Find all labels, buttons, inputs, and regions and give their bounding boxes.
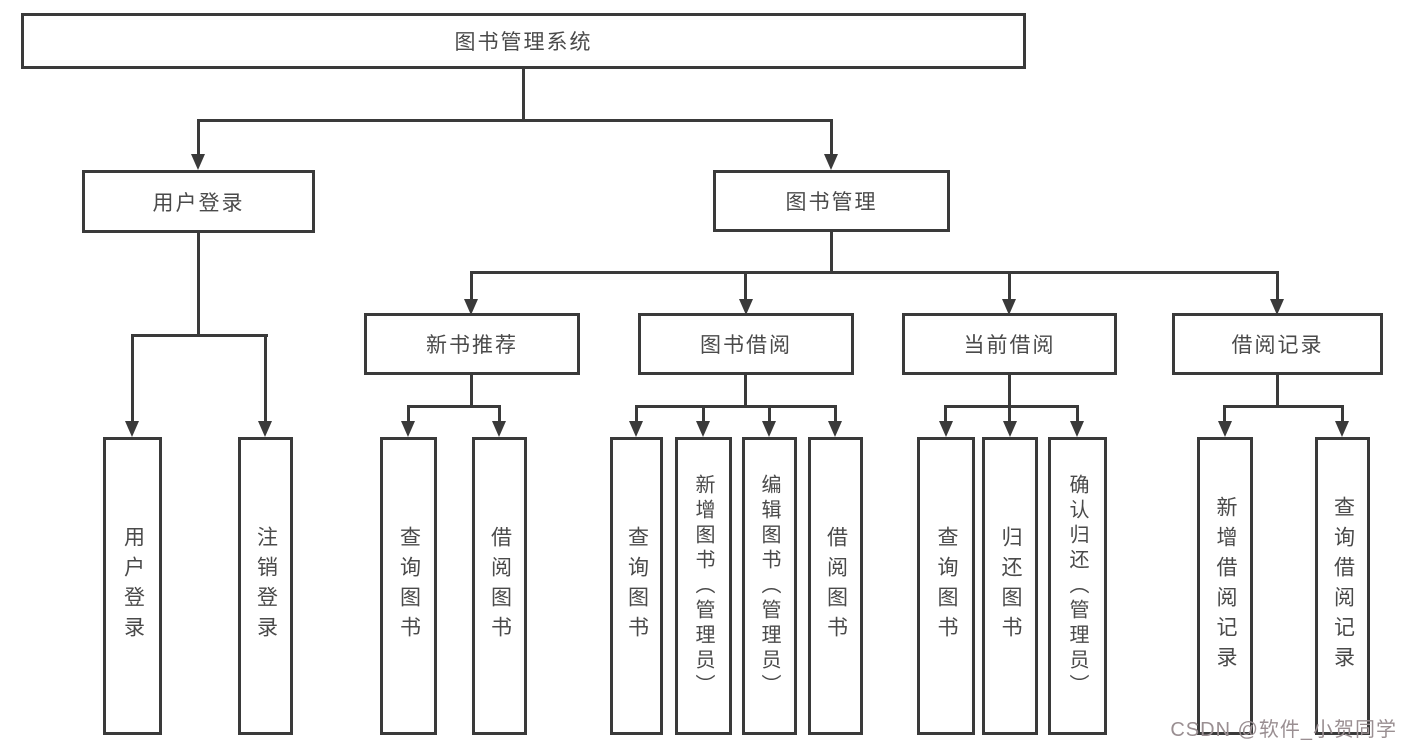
node-current-borrowing: 当前借阅: [902, 313, 1117, 375]
connector-drop-d2: [1341, 405, 1344, 423]
node-user-login: 用户登录: [82, 170, 315, 233]
connector-drop-b3: [768, 405, 771, 423]
leaf-user-login: 用户登录: [103, 437, 162, 735]
connector-drop-new-book: [470, 271, 473, 301]
arrowhead-icon: [696, 421, 710, 437]
arrowhead-icon: [824, 154, 838, 170]
connector-groupA-stem: [470, 374, 473, 407]
arrowhead-icon: [1003, 421, 1017, 437]
node-library-management-system: 图书管理系统: [21, 13, 1026, 69]
leaf-add-book-admin: 新增图书（管理员）: [675, 437, 732, 735]
leaf-edit-book-admin: 编辑图书（管理员）: [742, 437, 797, 735]
connector-book-management-stem: [830, 231, 833, 273]
connector-drop-user-login: [197, 119, 200, 155]
leaf-add-borrow-record: 新增借阅记录: [1197, 437, 1253, 735]
leaf-logout: 注销登录: [238, 437, 293, 735]
connector-groupC-branch: [944, 405, 1079, 408]
arrowhead-icon: [1002, 299, 1016, 315]
connector-groupC-stem: [1008, 374, 1011, 407]
arrowhead-icon: [492, 421, 506, 437]
connector-drop-c1: [944, 405, 947, 423]
connector-drop-b2: [702, 405, 705, 423]
leaf-return-book: 归还图书: [982, 437, 1038, 735]
connector-root-stem: [522, 69, 525, 120]
connector-drop-book-borrow: [744, 271, 747, 301]
connector-drop-leaf-logout: [264, 334, 267, 422]
node-new-book-recommendation: 新书推荐: [364, 313, 580, 375]
connector-drop-d1: [1223, 405, 1226, 423]
connector-drop-c3: [1076, 405, 1079, 423]
connector-drop-current-borrow: [1008, 271, 1011, 301]
connector-drop-b4: [834, 405, 837, 423]
connector-drop-b1: [635, 405, 638, 423]
leaf-recommend-query-book: 查询图书: [380, 437, 437, 735]
arrowhead-icon: [401, 421, 415, 437]
connector-drop-a2: [498, 405, 501, 423]
arrowhead-icon: [1218, 421, 1232, 437]
arrowhead-icon: [125, 421, 139, 437]
connector-user-login-branch: [131, 334, 268, 337]
leaf-borrow-book: 借阅图书: [808, 437, 863, 735]
node-book-borrowing: 图书借阅: [638, 313, 854, 375]
arrowhead-icon: [191, 154, 205, 170]
arrowhead-icon: [1070, 421, 1084, 437]
arrowhead-icon: [739, 299, 753, 315]
connector-level2-branch: [197, 119, 833, 122]
arrowhead-icon: [629, 421, 643, 437]
connector-drop-a1: [407, 405, 410, 423]
connector-drop-leaf-user-login: [131, 334, 134, 422]
connector-groupB-stem: [744, 374, 747, 407]
arrowhead-icon: [939, 421, 953, 437]
leaf-query-borrow-record: 查询借阅记录: [1315, 437, 1370, 735]
connector-groupB-branch: [635, 405, 837, 408]
arrowhead-icon: [464, 299, 478, 315]
node-borrowing-records: 借阅记录: [1172, 313, 1383, 375]
node-book-management: 图书管理: [713, 170, 950, 232]
connector-drop-book-management: [830, 119, 833, 155]
connector-drop-c2: [1008, 405, 1011, 423]
leaf-confirm-return-admin: 确认归还（管理员）: [1048, 437, 1107, 735]
leaf-current-query-book: 查询图书: [917, 437, 975, 735]
leaf-borrow-query-book: 查询图书: [610, 437, 663, 735]
connector-groupA-branch: [407, 405, 501, 408]
arrowhead-icon: [828, 421, 842, 437]
connector-groupD-stem: [1276, 374, 1279, 407]
connector-user-login-stem: [197, 232, 200, 336]
arrowhead-icon: [258, 421, 272, 437]
connector-drop-borrow-records: [1276, 271, 1279, 301]
connector-level3-branch: [470, 271, 1279, 274]
csdn-watermark: CSDN @软件_小贺同学: [1170, 719, 1397, 741]
arrowhead-icon: [1335, 421, 1349, 437]
leaf-recommend-borrow-book: 借阅图书: [472, 437, 527, 735]
arrowhead-icon: [762, 421, 776, 437]
arrowhead-icon: [1270, 299, 1284, 315]
connector-groupD-branch: [1223, 405, 1344, 408]
